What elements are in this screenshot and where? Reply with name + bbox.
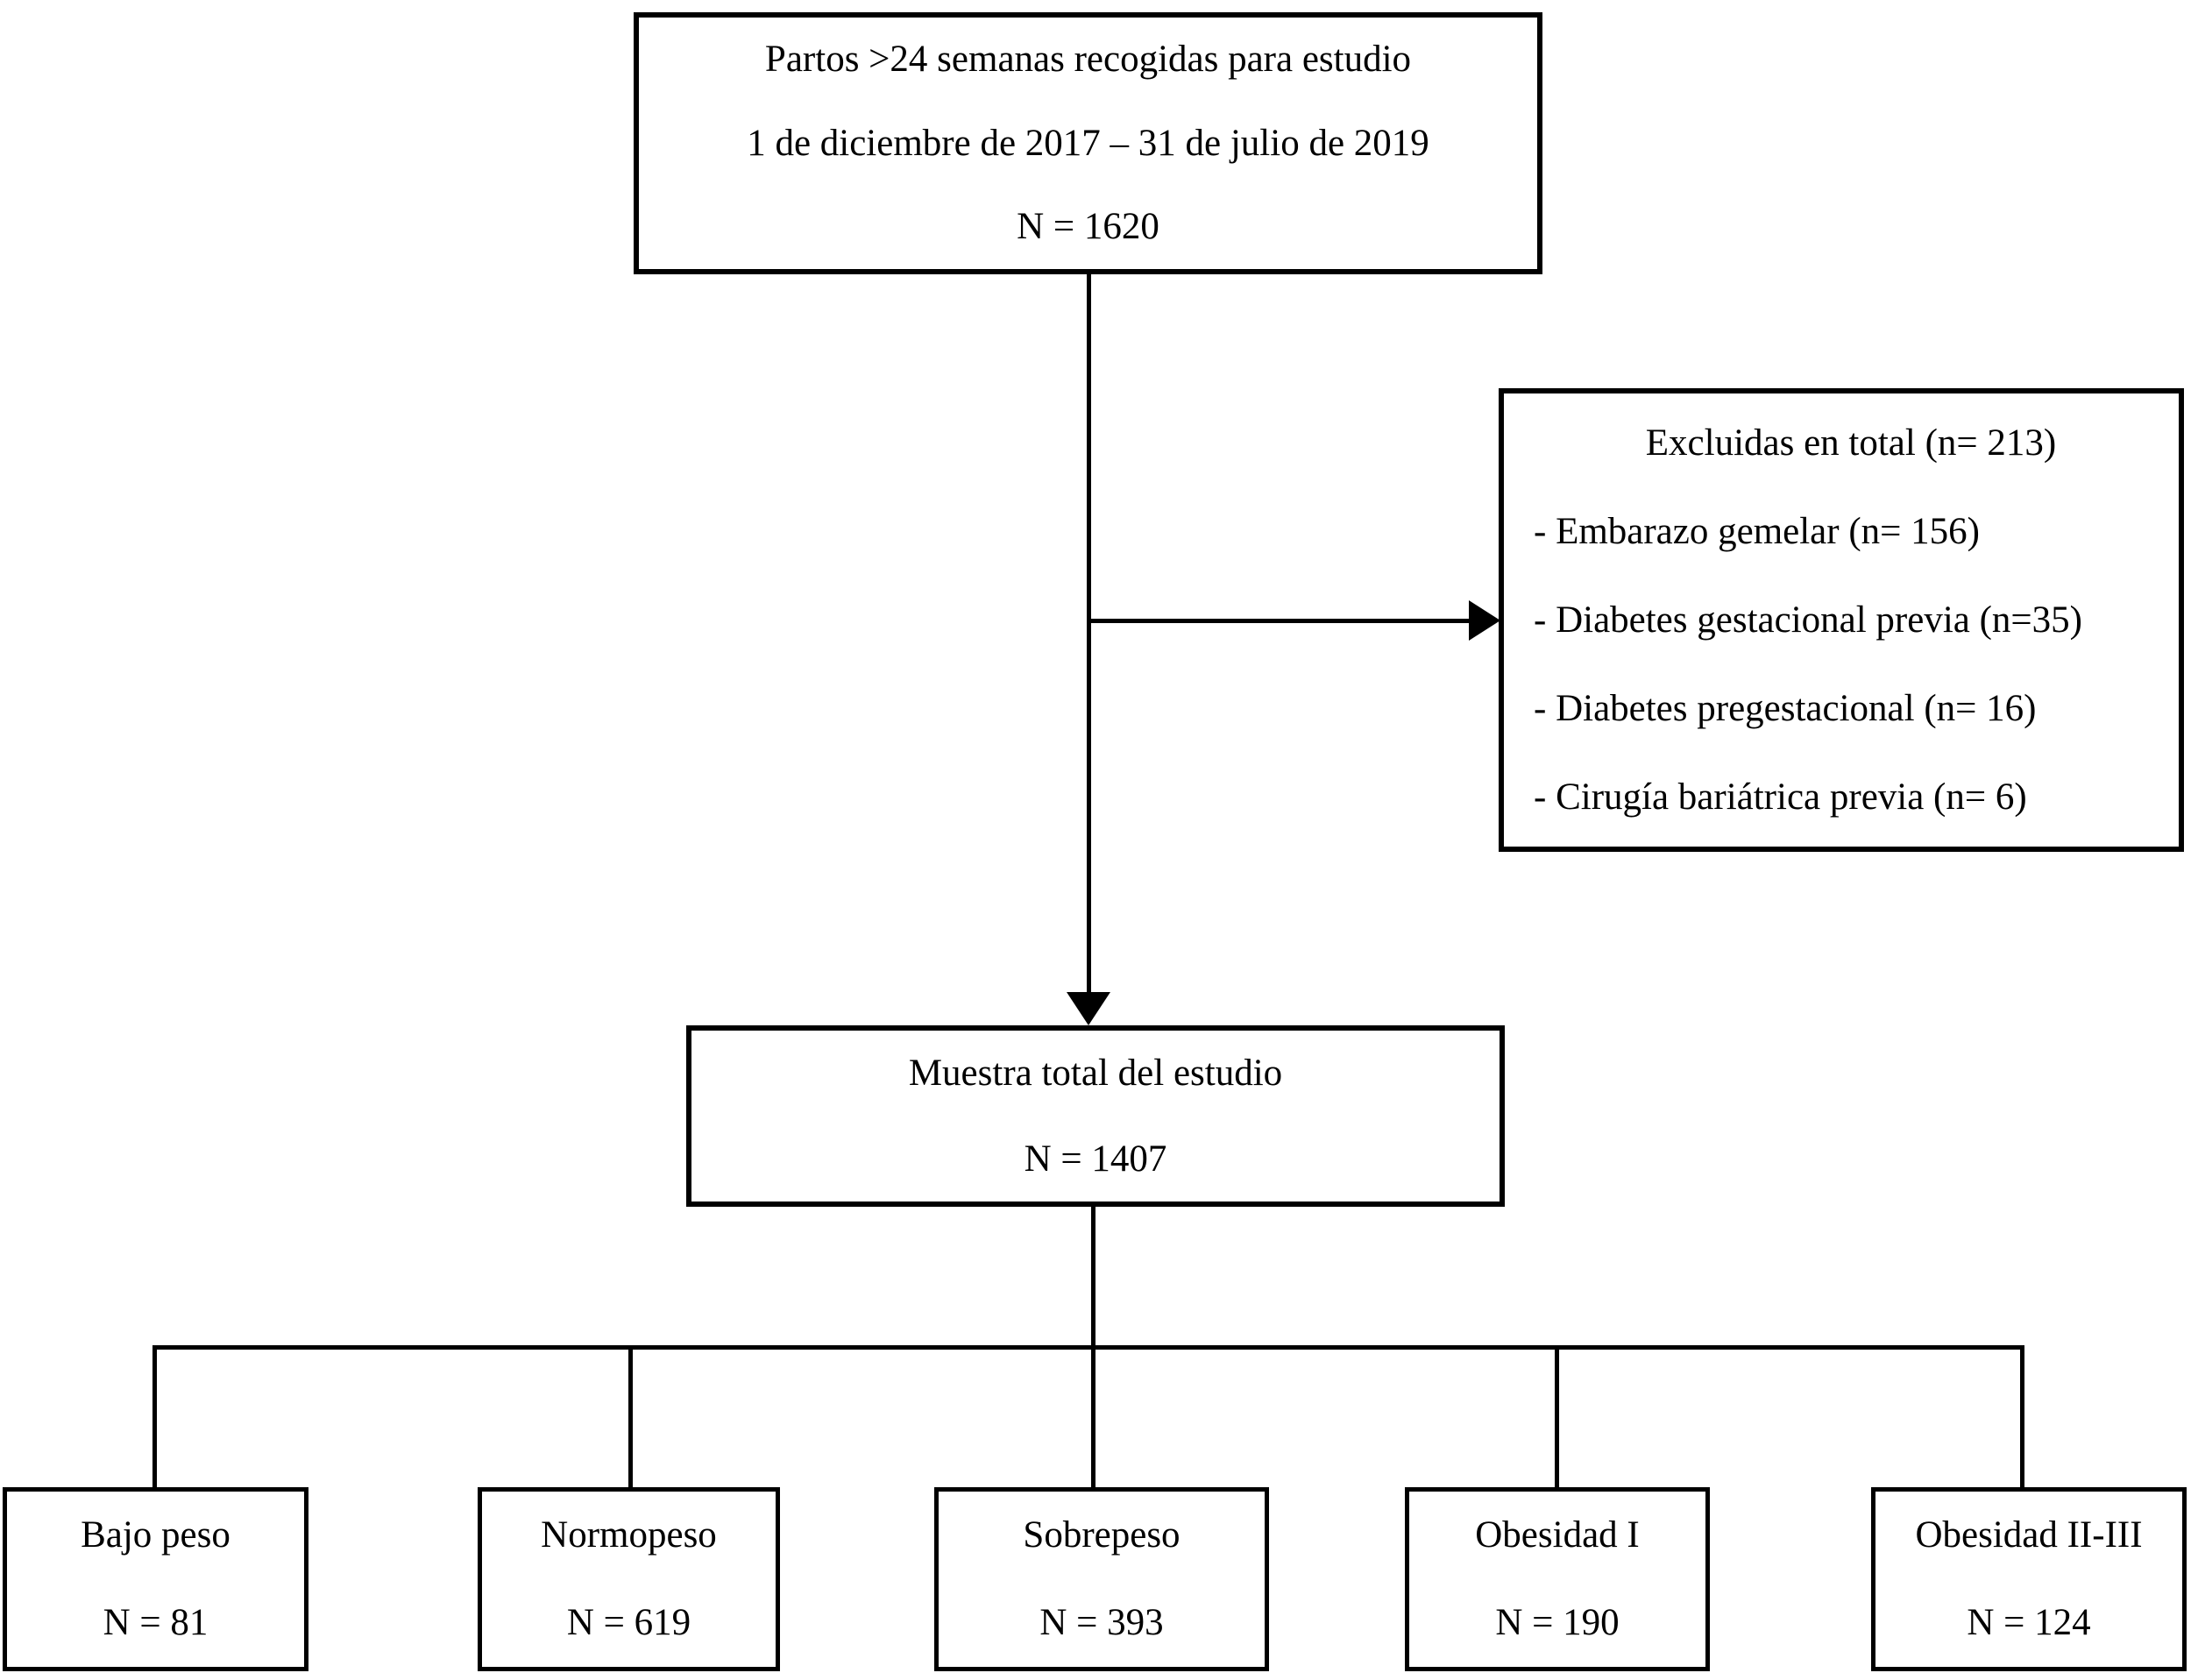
connector-obesidad-1 [1555,1347,1559,1490]
group-n: N = 619 [566,1602,691,1644]
connector-normopeso [628,1347,633,1490]
connector-to-exclusions [1089,619,1471,623]
connector-obesidad-2-3 [2020,1347,2024,1490]
group-label: Normopeso [541,1514,717,1556]
partos-n: N = 1620 [1017,206,1159,248]
group-n: N = 190 [1495,1602,1620,1644]
group-label: Bajo peso [81,1514,230,1556]
partos-title: Partos >24 semanas recogidas para estudi… [764,39,1412,81]
connector-top-to-sample [1087,274,1091,993]
excluidas-item: - Diabetes gestacional previa (n=35) [1534,599,2082,641]
group-box-normopeso: Normopeso N = 619 [478,1487,780,1671]
branch-line [152,1345,2024,1350]
group-box-sobrepeso: Sobrepeso N = 393 [934,1487,1269,1671]
excluidas-item: - Diabetes pregestacional (n= 16) [1534,687,2037,729]
right-arrowhead-icon [1469,600,1500,641]
muestra-n: N = 1407 [1024,1138,1167,1180]
excluidas-item: - Embarazo gemelar (n= 156) [1534,510,1980,552]
box-muestra-total: Muestra total del estudio N = 1407 [686,1025,1505,1207]
group-label: Sobrepeso [1023,1514,1181,1556]
partos-dates: 1 de diciembre de 2017 – 31 de julio de … [747,122,1429,164]
muestra-title: Muestra total del estudio [908,1053,1283,1095]
box-excluidas: Excluidas en total (n= 213) - Embarazo g… [1499,388,2184,852]
group-label: Obesidad I [1475,1514,1640,1556]
group-n: N = 81 [103,1602,209,1644]
group-label: Obesidad II-III [1915,1514,2143,1556]
group-box-bajo-peso: Bajo peso N = 81 [3,1487,308,1671]
excluidas-title: Excluidas en total (n= 213) [1645,422,2057,464]
down-arrowhead-icon [1067,992,1110,1025]
connector-bajo-peso [152,1347,157,1490]
group-box-obesidad-1: Obesidad I N = 190 [1405,1487,1710,1671]
group-box-obesidad-2-3: Obesidad II-III N = 124 [1871,1487,2187,1671]
group-n: N = 393 [1039,1602,1164,1644]
group-n: N = 124 [1967,1602,2091,1644]
excluidas-item: - Cirugía bariátrica previa (n= 6) [1534,776,2027,818]
box-partos-recogidos: Partos >24 semanas recogidas para estudi… [634,12,1542,274]
